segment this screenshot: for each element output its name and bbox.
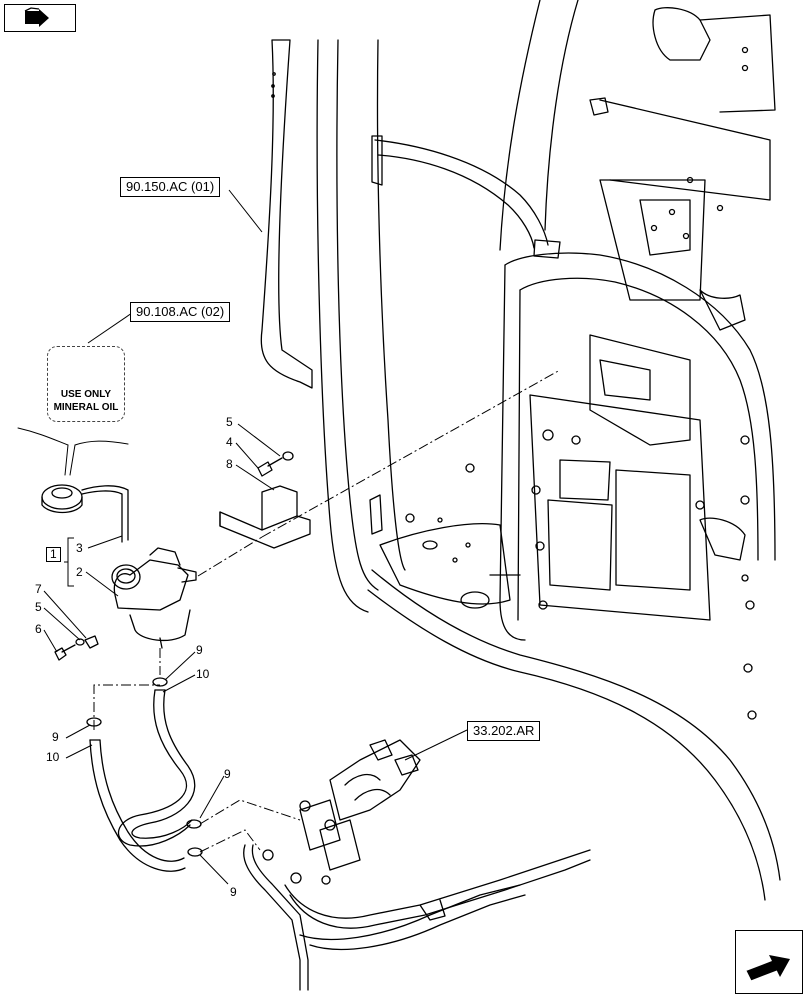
group-bracket	[64, 537, 74, 587]
door-panel	[529, 334, 757, 720]
fluid-reservoir	[111, 547, 197, 649]
rear-structure	[589, 7, 776, 331]
next-page-arrow-glyph	[745, 955, 790, 982]
callout-2-reservoir: 2	[76, 565, 83, 579]
callout-9-clamp-left: 9	[52, 730, 59, 744]
hose-clamps	[86, 677, 203, 857]
callout-5-washer: 5	[226, 415, 233, 429]
bracket-part-8	[219, 485, 311, 549]
cab-pillar	[260, 39, 379, 613]
callout-9-clamp-upper: 9	[196, 643, 203, 657]
leader-lines	[93, 369, 561, 853]
callout-1-kit: 1	[46, 547, 61, 562]
callout-7-clamp: 7	[35, 582, 42, 596]
book-arrow-icon[interactable]	[4, 4, 76, 32]
hose-right	[117, 689, 196, 847]
callout-9-clamp-lower: 9	[230, 885, 237, 899]
cab-floor	[369, 463, 521, 609]
callout-10-hose-left: 10	[46, 750, 60, 764]
reservoir-cap	[41, 484, 129, 543]
book-arrow-glyph	[24, 7, 49, 27]
ref-box-90-108-ac[interactable]: 90.108.AC (02)	[130, 302, 231, 322]
callout-3-cap: 3	[76, 541, 83, 555]
callout-10-hose-right: 10	[196, 667, 210, 681]
cap-callout-lines	[17, 427, 129, 476]
hose-left	[89, 739, 186, 872]
warning-line-2: MINERAL OIL	[53, 402, 119, 413]
bolt-washer-4-5	[257, 451, 294, 477]
cab-door-frame	[367, 0, 781, 901]
warning-label: USE ONLY MINERAL OIL	[47, 346, 125, 422]
callout-leaders	[43, 189, 468, 885]
brake-pipes	[243, 844, 591, 991]
next-page-arrow-icon[interactable]	[735, 930, 803, 994]
grab-handle	[371, 135, 561, 259]
warning-line-1: USE ONLY	[60, 389, 112, 400]
callout-4-bolt: 4	[226, 435, 233, 449]
callout-6-bolt: 6	[35, 622, 42, 636]
callout-9-clamp-middle: 9	[224, 767, 231, 781]
ref-box-33-202-ar[interactable]: 33.202.AR	[467, 721, 541, 741]
brake-master-cylinders	[262, 739, 421, 885]
ref-box-90-150-ac[interactable]: 90.150.AC (01)	[120, 177, 221, 197]
bolt-washer-clamp-5-6-7	[54, 635, 99, 661]
callout-8-bracket: 8	[226, 457, 233, 471]
callout-5-washer-lower: 5	[35, 600, 42, 614]
